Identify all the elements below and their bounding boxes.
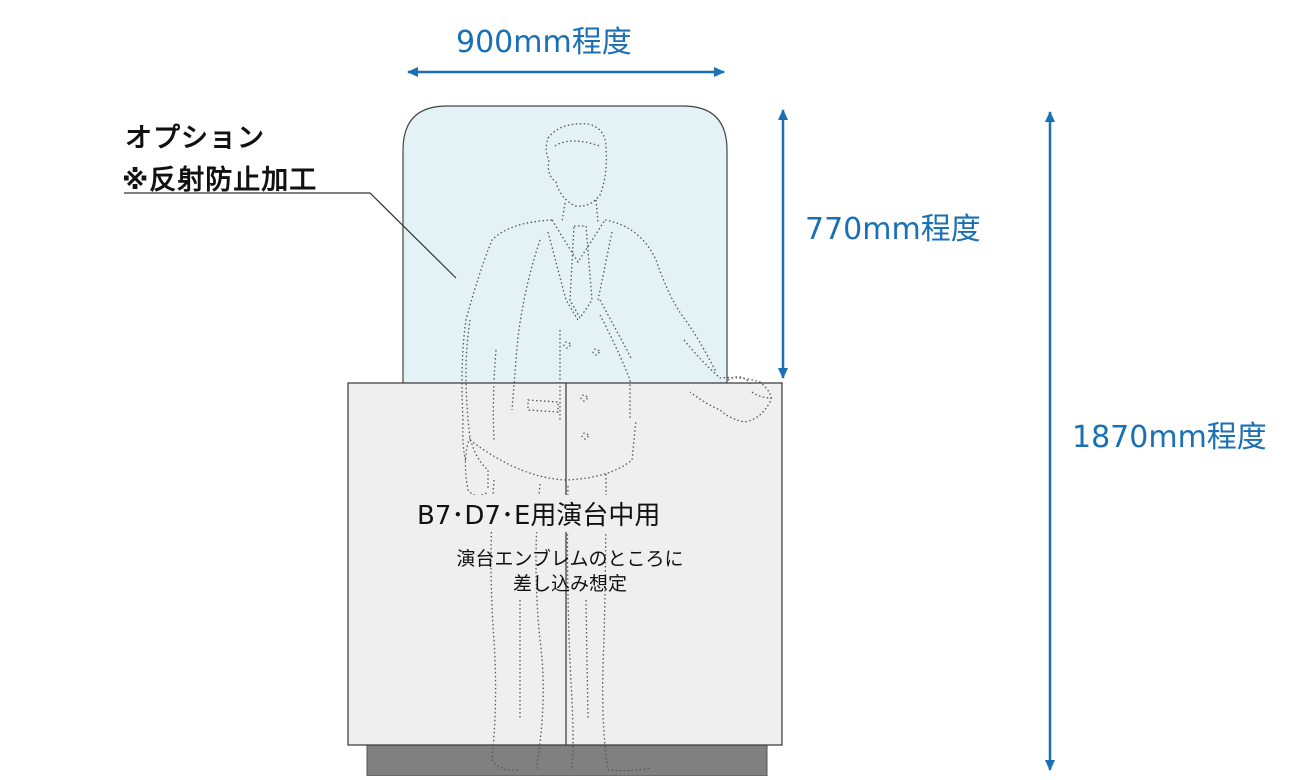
podium-body	[347, 382, 783, 746]
podium-note-line1: 演台エンブレムのところに	[456, 548, 684, 570]
screen-height-label: 770mm程度	[805, 212, 981, 247]
podium-note-line2: 差し込み想定	[512, 573, 627, 595]
option-heading: オプション	[125, 123, 265, 154]
total-height-label: 1870mm程度	[1072, 420, 1267, 455]
podium-base	[366, 743, 768, 777]
option-detail: ※反射防止加工	[122, 165, 318, 196]
width-label: 900mm程度	[456, 25, 632, 60]
podium-title: B7･D7･E用演台中用	[413, 495, 665, 532]
option-leader-line	[124, 192, 457, 279]
acrylic-panel	[402, 105, 728, 386]
